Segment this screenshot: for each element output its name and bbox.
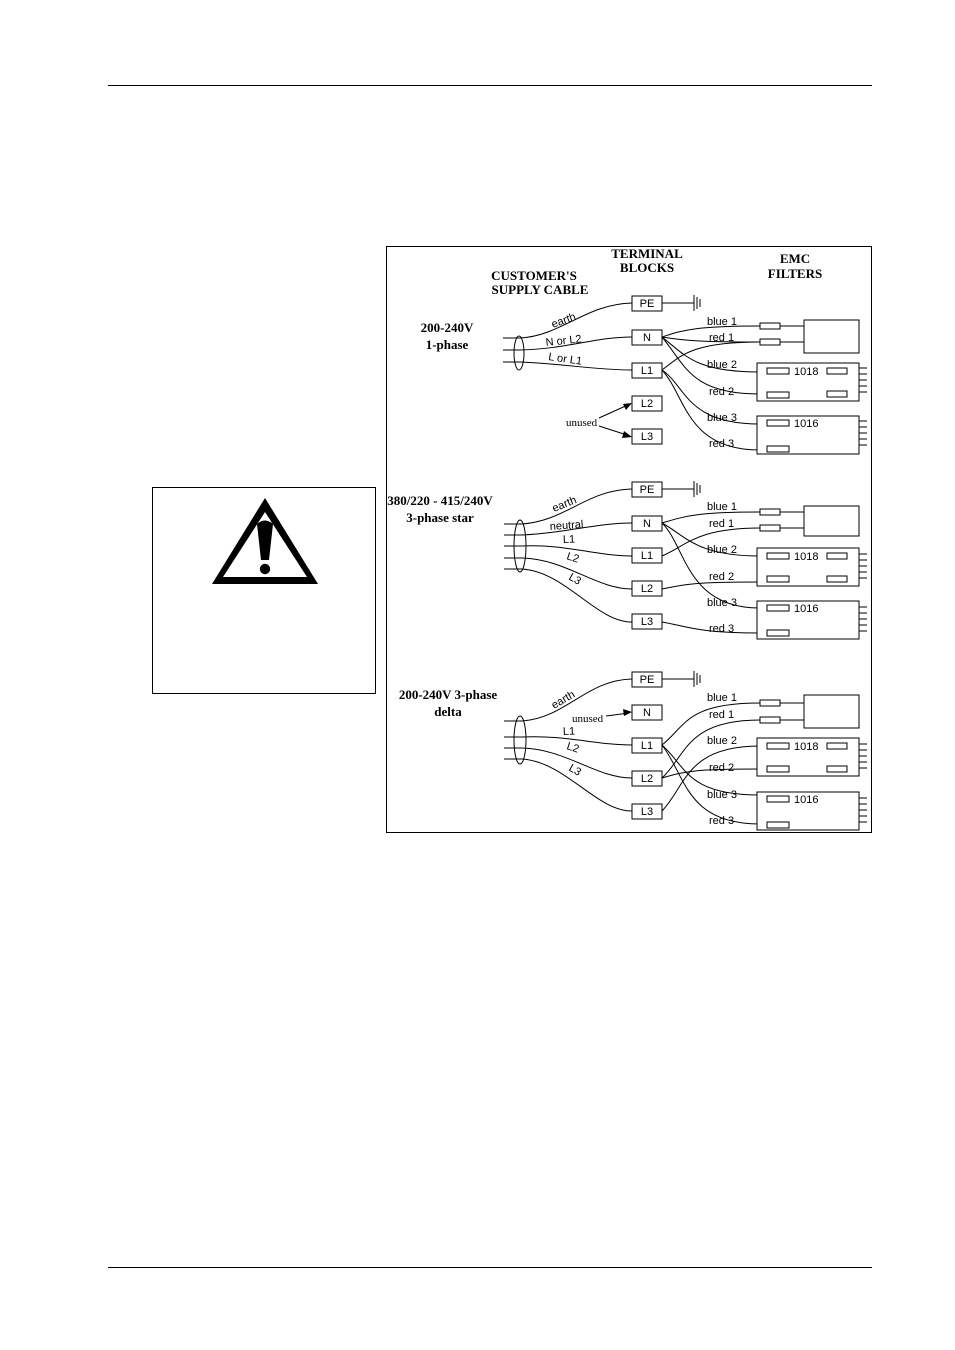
section-2-wire-red-1: red 1 [709,518,734,530]
section-1-filter-1018: 1018 [794,366,818,378]
section-1-wire-red-2: red 2 [709,386,734,398]
earth-ground-icon [693,295,701,311]
bottom-rule [108,1267,872,1268]
section-1-title-1: 200-240V [421,320,474,335]
heading-emc-1: EMC [780,251,810,266]
section-2-wire-red-2: red 2 [709,571,734,583]
section-1-terminal-pe: PE [640,298,655,310]
section-2-filter-1016: 1016 [794,603,818,615]
section-2-terminal-l2: L2 [641,583,653,595]
section-2-terminal-n: N [643,518,651,530]
section-1-terminal-n: N [643,332,651,344]
section-2-wire-blue-2: blue 2 [707,544,737,556]
section-3-terminal-pe: PE [640,674,655,686]
heading-customer-1: CUSTOMER'S [491,268,577,283]
section-3-terminal-n: N [643,707,651,719]
section-3-unused-label: unused [572,713,604,725]
section-3-cable-l2: L2 [565,740,580,755]
heading-customer-2: SUPPLY CABLE [492,282,589,297]
heading-terminal-1: TERMINAL [611,246,683,261]
section-3-terminal-l1: L1 [641,740,653,752]
section-2-terminal-l3: L3 [641,616,653,628]
section-1-terminal-l1: L1 [641,365,653,377]
section-1-wire-blue-3: blue 3 [707,412,737,424]
section-1-wire-blue-2: blue 2 [707,359,737,371]
section-3-wire-red-2: red 2 [709,762,734,774]
section-3-wire-red-1: red 1 [709,709,734,721]
section-3-title-2: delta [434,704,462,719]
section-1-wire-red-3: red 3 [709,438,734,450]
section-2-cable-l1: L1 [563,534,576,546]
earth-ground-icon [693,671,701,687]
section-2-title-1: 380/220 - 415/240V [387,493,493,508]
section-3-wire-red-3: red 3 [709,815,734,827]
section-1-wire-red-1: red 1 [709,332,734,344]
section-1-terminal-l2: L2 [641,398,653,410]
section-3-wire-blue-2: blue 2 [707,735,737,747]
section-1-filter-1016: 1016 [794,418,818,430]
section-2-wire-red-3: red 3 [709,623,734,635]
section-3-terminal-l3: L3 [641,806,653,818]
heading-emc-2: FILTERS [768,266,822,281]
section-3-wire-blue-1: blue 1 [707,692,737,704]
section-2-title-2: 3-phase star [406,510,474,525]
section-single-phase: 200-240V 1-phase earth N or L2 L or L1 P… [421,295,867,455]
section-three-phase-delta: 200-240V 3-phase delta earth L1 L2 L3 PE… [399,671,867,831]
section-3-wire-blue-3: blue 3 [707,789,737,801]
warning-box [152,487,376,694]
section-3-terminal-l2: L2 [641,773,653,785]
earth-ground-icon [693,481,701,497]
section-2-filter-1018: 1018 [794,551,818,563]
heading-terminal-2: BLOCKS [620,260,674,275]
section-three-phase-star: 380/220 - 415/240V 3-phase star earth ne… [387,481,867,640]
section-2-wire-blue-3: blue 3 [707,597,737,609]
section-2-cable-l2: L2 [565,550,580,565]
section-3-title-1: 200-240V 3-phase [399,687,498,702]
section-1-cable-l: L or L1 [548,351,583,368]
section-1-title-2: 1-phase [426,337,469,352]
section-1-unused-label: unused [566,417,598,429]
section-2-cable-neutral: neutral [549,519,583,533]
top-rule [108,85,872,86]
section-2-terminal-pe: PE [640,484,655,496]
section-3-cable-l1: L1 [563,726,576,738]
section-1-wire-blue-1: blue 1 [707,316,737,328]
section-3-cable-earth: earth [550,689,578,712]
section-2-wire-blue-1: blue 1 [707,501,737,513]
section-2-terminal-l1: L1 [641,550,653,562]
section-1-cable-n: N or L2 [545,333,582,349]
section-3-filter-1016: 1016 [794,794,818,806]
section-2-cable-l3: L3 [567,571,584,588]
section-3-cable-l3: L3 [567,762,584,779]
section-3-filter-1018: 1018 [794,741,818,753]
warning-triangle-icon [212,498,318,584]
section-1-cable-earth: earth [550,311,578,331]
wiring-diagram: CUSTOMER'S SUPPLY CABLE TERMINAL BLOCKS … [386,246,872,833]
section-1-terminal-l3: L3 [641,431,653,443]
